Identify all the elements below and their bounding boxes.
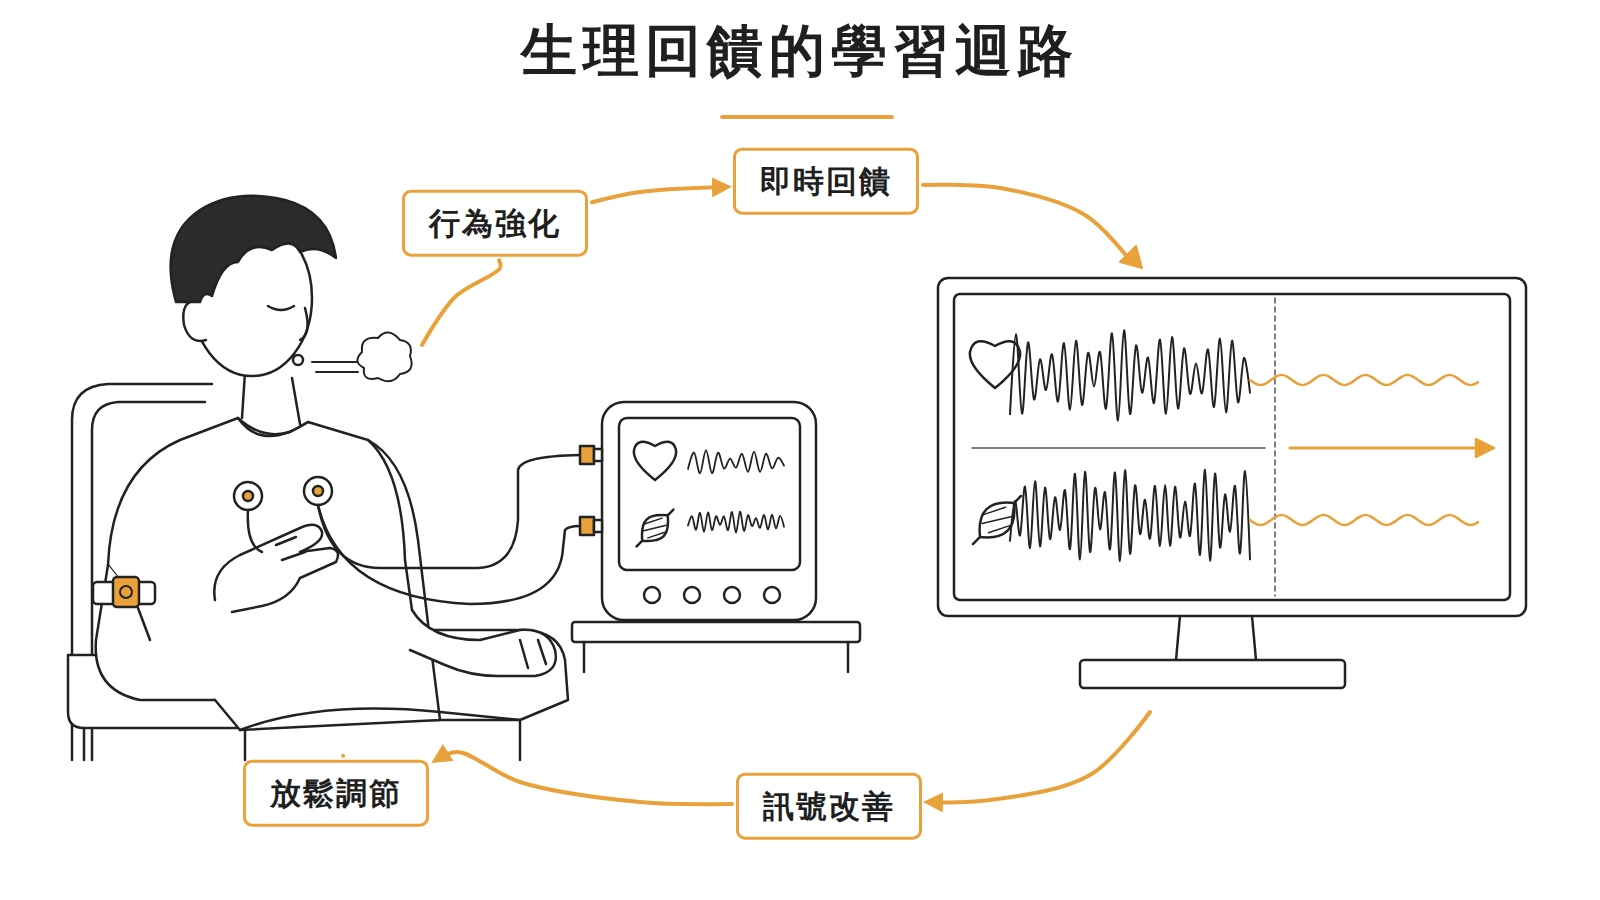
table-top	[572, 622, 860, 642]
breath-cloud	[357, 332, 411, 381]
loop-arrowhead	[1120, 246, 1142, 268]
step-label: 即時回饋	[760, 162, 892, 201]
button	[724, 587, 740, 603]
wire	[248, 510, 262, 552]
loop-arrow	[438, 752, 732, 804]
progress-arrowhead	[1476, 439, 1494, 457]
waveform	[1250, 515, 1478, 525]
step-box: 放鬆調節	[243, 760, 429, 827]
arm-cuff-sensor	[113, 577, 139, 607]
waveform	[1010, 330, 1250, 420]
waveform	[688, 450, 784, 473]
ear	[183, 300, 206, 341]
port	[580, 517, 594, 535]
big-monitor	[938, 278, 1526, 616]
step-label: 行為強化	[429, 204, 561, 243]
electrode	[234, 482, 262, 510]
arm-cuff-dot	[120, 586, 132, 598]
right-arm	[368, 440, 556, 676]
wire	[318, 455, 580, 568]
diagram-title: 生理回饋的學習迴路	[0, 14, 1600, 90]
hair	[171, 196, 336, 302]
electrode-core	[313, 486, 323, 496]
button	[684, 587, 700, 603]
step-box: 即時回饋	[733, 148, 919, 215]
wire	[318, 505, 580, 604]
step-label: 訊號改善	[763, 787, 895, 826]
port	[580, 446, 594, 464]
divider	[1274, 298, 1276, 596]
progress-arrow	[1290, 447, 1480, 450]
waveform	[1250, 375, 1478, 385]
waveform	[688, 512, 784, 533]
closed-eye	[268, 306, 294, 310]
loop-arrow	[343, 260, 500, 755]
big-screen	[954, 294, 1510, 600]
monitor-neck	[1176, 616, 1256, 660]
port-collar	[594, 520, 602, 532]
chair-leg-right	[519, 720, 522, 760]
fingers	[276, 537, 305, 560]
breath-lines	[312, 362, 360, 372]
nose	[300, 308, 308, 340]
channel-divider	[972, 447, 1265, 449]
right-fingers	[520, 640, 546, 668]
title-underline	[722, 115, 892, 119]
step-label: 放鬆調節	[270, 774, 402, 813]
muscle-icon	[628, 501, 682, 555]
port-collar	[594, 449, 602, 461]
lap	[240, 709, 520, 730]
heart-icon	[634, 442, 676, 480]
neck	[242, 372, 300, 424]
small-waveforms	[688, 450, 784, 533]
step-box: 行為強化	[402, 190, 588, 257]
big-waveforms	[1010, 330, 1478, 561]
button	[644, 587, 660, 603]
step-box: 訊號改善	[736, 773, 922, 840]
waveform	[1010, 470, 1250, 561]
small-monitor	[602, 402, 816, 620]
monitor-base	[1080, 660, 1345, 688]
hand-on-chest	[214, 525, 338, 612]
collar	[238, 418, 308, 436]
button	[764, 587, 780, 603]
chair-legs-left	[84, 728, 245, 760]
loop-arrow	[923, 185, 1150, 803]
table-legs	[584, 642, 848, 672]
small-screen	[619, 418, 800, 570]
mouth	[293, 355, 303, 365]
electrode-core	[243, 491, 253, 501]
electrode	[304, 477, 332, 505]
loop-arrow	[592, 187, 724, 202]
